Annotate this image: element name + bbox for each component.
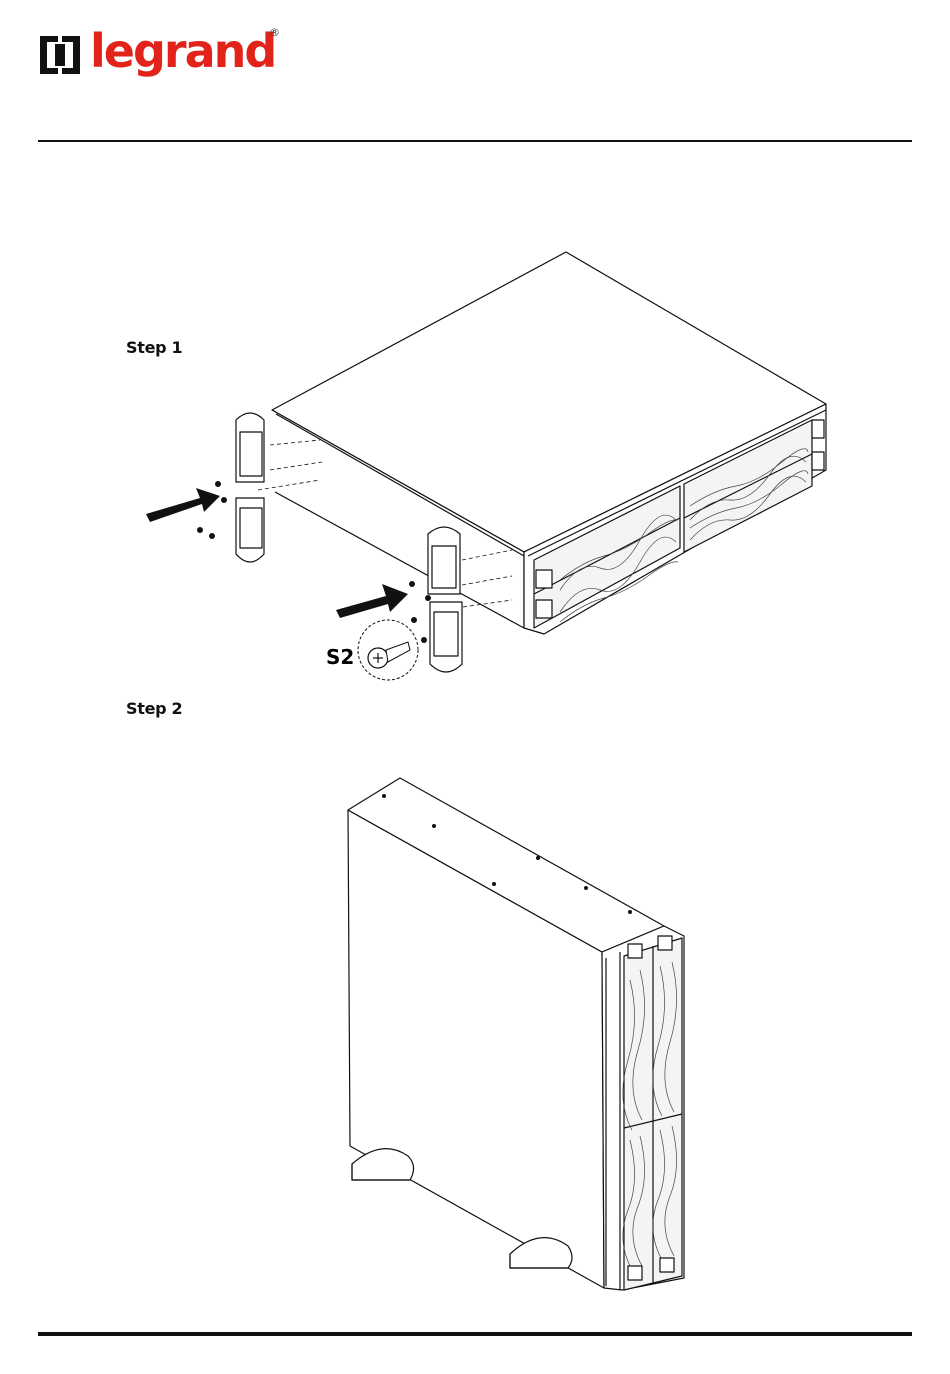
footer-divider (38, 1332, 912, 1336)
